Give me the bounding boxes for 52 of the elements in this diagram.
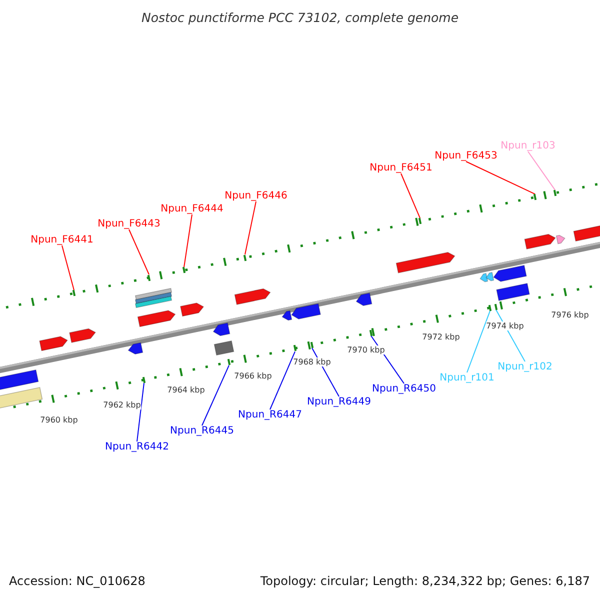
scale-label: 7972 kbp xyxy=(422,332,460,342)
genome-stats-text: Topology: circular; Length: 8,234,322 bp; Genes: 6,187 xyxy=(260,574,590,588)
leader-line xyxy=(244,201,256,256)
leader-line xyxy=(466,310,490,373)
scale-label: 7970 kbp xyxy=(347,346,385,354)
scale-tick xyxy=(418,218,422,224)
scale-tick xyxy=(293,345,297,352)
gene-label: Npun_F6453 xyxy=(434,150,498,162)
leader-line xyxy=(400,173,420,219)
leader-line xyxy=(496,309,526,362)
scale-label: 7976 kbp xyxy=(551,310,589,320)
scale-tick xyxy=(369,329,373,336)
scale-label: 7966 kbp xyxy=(234,372,272,380)
gene-label: Npun_F6441 xyxy=(30,234,94,246)
genome-title: Nostoc punctiforme PCC 73102, complete genome xyxy=(140,10,460,25)
scale-label: 7964 kbp xyxy=(167,386,205,394)
gene-label: Npun_r102 xyxy=(498,362,552,372)
accession-text: Accession: NC_010628 xyxy=(9,574,146,588)
gene-label: Npun_r101 xyxy=(440,372,494,384)
gene-label: Npun_R6450 xyxy=(372,384,436,394)
gene-label: Npun_r103 xyxy=(500,140,556,152)
scale-tick xyxy=(310,342,314,348)
gene-label: Npun_F6451 xyxy=(370,162,432,174)
leader-line xyxy=(528,151,556,190)
scale-label: 7960 kbp xyxy=(40,416,78,424)
scale-tick xyxy=(533,194,537,200)
scale-tick xyxy=(182,267,186,274)
scale-tick xyxy=(72,290,76,296)
scale-label: 7962 kbp xyxy=(103,400,141,410)
leader-line xyxy=(128,229,150,276)
leader-line xyxy=(184,214,192,268)
scale-tick xyxy=(227,359,231,366)
leader-line xyxy=(202,364,230,426)
gene-label: Npun_F6443 xyxy=(98,218,160,230)
gene-label: Npun_F6444 xyxy=(160,204,224,214)
leader-line xyxy=(62,245,74,291)
scale-tick xyxy=(243,254,247,261)
scale-tick xyxy=(147,274,151,281)
scale-tick xyxy=(142,376,146,384)
scale-tick xyxy=(553,190,557,196)
scale-tick xyxy=(488,304,492,311)
gene-label: Npun_R6449 xyxy=(307,396,371,408)
scale-label: 7974 kbp xyxy=(486,322,524,330)
leader-line xyxy=(270,351,296,410)
leader-line xyxy=(466,161,536,195)
gene-label: Npun_R6445 xyxy=(170,426,234,436)
leader-line xyxy=(136,382,144,442)
gene-label: Npun_F6446 xyxy=(224,190,288,202)
gene-label: Npun_R6447 xyxy=(238,410,302,420)
scale-label: 7968 kbp xyxy=(293,358,331,366)
gene-label: Npun_R6442 xyxy=(105,442,169,452)
scale-tick xyxy=(494,303,498,310)
